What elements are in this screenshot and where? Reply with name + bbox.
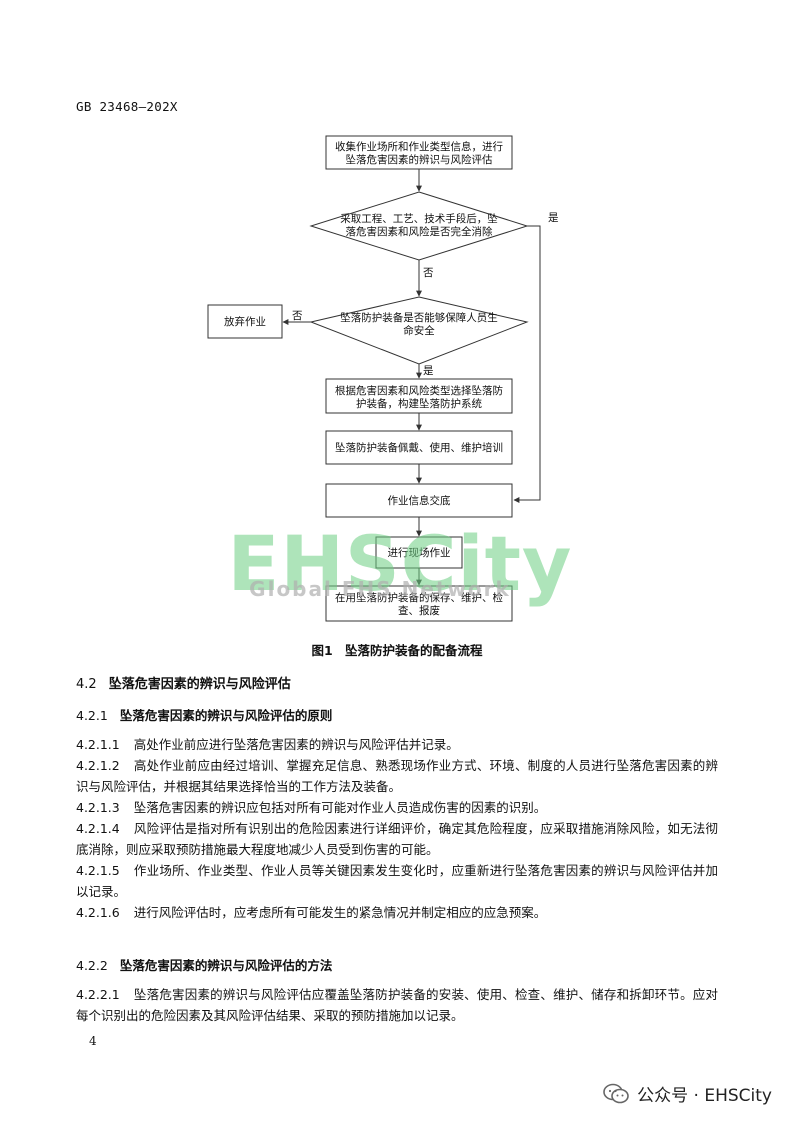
flow-box-training	[325, 430, 513, 465]
document-code: GB 23468—202X	[76, 99, 178, 114]
clause-text: 坠落危害因素的辨识与风险评估应覆盖坠落防护装备的安装、使用、检查、维护、储存和拆…	[76, 987, 718, 1023]
flowchart: 收集作业场所和作业类型信息，进行 坠落危害因素的辨识与风险评估 采取工程、工艺、…	[207, 135, 573, 622]
flow-box-briefing-text: 作业信息交底	[388, 494, 451, 507]
clause-number: 4.2.2.1	[76, 987, 120, 1002]
clause-text: 坠落危害因素的辨识应包括对所有可能对作业人员造成伤害的因素的识别。	[133, 800, 547, 815]
watermark-tagline: Global EHS Network	[249, 577, 511, 601]
flow-decision-equipment-protect-line2: 命安全	[403, 324, 435, 337]
clause-text: 风险评估是指对所有识别出的危险因素进行详细评价，确定其危险程度，应采取措施消除风…	[76, 821, 718, 857]
clause-number: 4.2.1.1	[76, 737, 120, 752]
flow-box-maintenance	[325, 585, 513, 622]
clause-number: 4.2.1.3	[76, 800, 120, 815]
clause-number: 4.2.1.5	[76, 863, 120, 878]
clause-number: 4.2.1.2	[76, 758, 120, 773]
figure-title: 坠落防护装备的配备流程	[345, 643, 483, 658]
wechat-icon	[603, 1083, 629, 1105]
clause-text: 高处作业前应进行坠落危害因素的辨识与风险评估并记录。	[133, 737, 459, 752]
subsection-number: 4.2.2	[76, 958, 108, 973]
flow-box-abandon	[207, 304, 283, 339]
subsection-title: 坠落危害因素的辨识与风险评估的原则	[119, 708, 333, 723]
flow-box-select-equipment	[325, 378, 513, 414]
flow-box-abandon-text: 放弃作业	[224, 315, 266, 328]
section-number: 4.2	[76, 677, 97, 692]
subsection-title: 坠落危害因素的辨识与风险评估的方法	[119, 958, 333, 973]
clause-text: 进行风险评估时，应考虑所有可能发生的紧急情况并制定相应的应急预案。	[133, 905, 547, 920]
subsection-number: 4.2.1	[76, 708, 108, 723]
flow-label-no-2: 否	[292, 310, 303, 322]
watermark-logo: EHSCity	[228, 519, 573, 608]
subsection-heading-principles: 4.2.1 坠落危害因素的辨识与风险评估的原则	[76, 705, 332, 724]
flow-label-yes-2: 是	[423, 365, 434, 377]
flow-decision-hazard-eliminated-line2: 落危害因素和风险是否完全消除	[346, 225, 493, 238]
clause-4-2-1-1: 4.2.1.1 高处作业前应进行坠落危害因素的辨识与风险评估并记录。	[76, 734, 718, 755]
clause-text: 高处作业前应由经过培训、掌握充足信息、熟悉现场作业方式、环境、制度的人员进行坠落…	[76, 758, 718, 794]
page-number: 4	[89, 1034, 97, 1048]
flow-box-site-work-text: 进行现场作业	[388, 546, 451, 559]
clause-text: 作业场所、作业类型、作业人员等关键因素发生变化时，应重新进行坠落危害因素的辨识与…	[76, 863, 718, 899]
flow-box-collect-info-line1: 收集作业场所和作业类型信息，进行	[335, 140, 503, 153]
clause-4-2-1-6: 4.2.1.6 进行风险评估时，应考虑所有可能发生的紧急情况并制定相应的应急预案。	[76, 902, 718, 923]
clause-number: 4.2.1.6	[76, 905, 120, 920]
flow-box-training-text: 坠落防护装备佩戴、使用、维护培训	[335, 441, 503, 454]
flow-box-select-equipment-line2: 护装备，构建坠落防护系统	[356, 397, 482, 410]
flow-box-maintenance-line2: 查、报废	[398, 604, 440, 617]
flow-label-yes-1: 是	[548, 212, 559, 224]
section-title: 坠落危害因素的辨识与风险评估	[108, 677, 291, 692]
flow-box-collect-info-line2: 坠落危害因素的辨识与风险评估	[346, 153, 493, 166]
flow-box-maintenance-line1: 在用坠落防护装备的保存、维护、检	[335, 591, 503, 604]
flow-box-select-equipment-line1: 根据危害因素和风险类型选择坠落防	[335, 384, 503, 397]
flow-box-collect-info	[325, 135, 513, 170]
flow-box-site-work	[375, 536, 463, 569]
subsection-heading-methods: 4.2.2 坠落危害因素的辨识与风险评估的方法	[76, 955, 332, 974]
flow-label-no-1: 否	[423, 267, 434, 279]
flow-box-briefing	[325, 483, 513, 518]
figure-caption: 图1 坠落防护装备的配备流程	[0, 640, 794, 659]
flow-decision-equipment-protect-line1: 坠落防护装备是否能够保障人员生	[340, 311, 498, 324]
clause-4-2-1-3: 4.2.1.3 坠落危害因素的辨识应包括对所有可能对作业人员造成伤害的因素的识别。	[76, 797, 718, 818]
flow-decision-hazard-eliminated-line1: 采取工程、工艺、技术手段后，坠	[340, 212, 498, 225]
figure-label: 图1	[311, 643, 333, 658]
section-heading: 4.2 坠落危害因素的辨识与风险评估	[76, 673, 291, 692]
wechat-brand: 公众号 · EHSCity	[603, 1081, 772, 1106]
clause-number: 4.2.1.4	[76, 821, 120, 836]
brand-text: 公众号 · EHSCity	[637, 1086, 772, 1106]
